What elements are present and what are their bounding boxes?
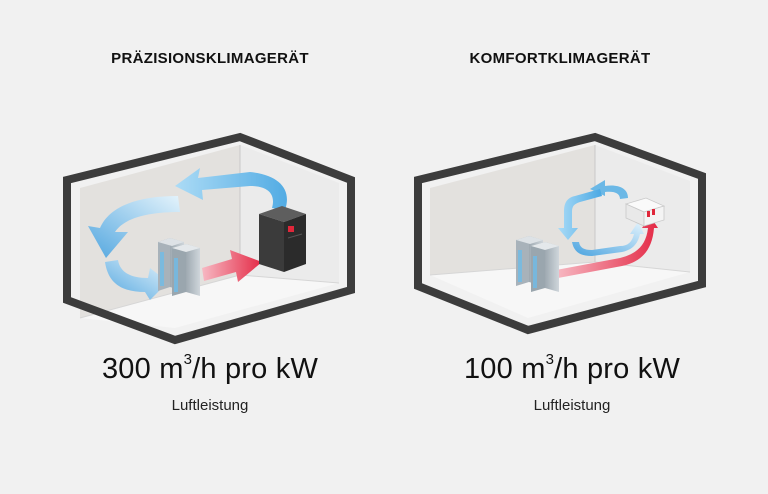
unit-exponent: 3 [183, 351, 193, 368]
back-wall-right [430, 145, 595, 275]
unit-base: m [159, 353, 184, 385]
cold-air-arrow-icon [88, 168, 287, 300]
heading-precision-unit: PRÄZISIONSKLIMAGERÄT [111, 50, 309, 67]
caption-precision: Luftleistung [171, 397, 249, 414]
unit-base: m [521, 353, 546, 385]
warm-air-arrow-icon [556, 216, 658, 278]
unit-rest: /h pro kW [554, 353, 681, 385]
airflow-number: 300 [101, 353, 151, 385]
wall-split-ac-unit-icon [624, 197, 666, 227]
heading-comfort-unit: KOMFORTKLIMAGERÄT [469, 50, 651, 67]
unit-exponent: 3 [545, 351, 555, 368]
room-outline-right [414, 132, 706, 335]
warm-air-arrow-icon [202, 250, 262, 282]
floor-right [430, 262, 690, 318]
caption-comfort: Luftleistung [533, 397, 611, 414]
airflow-value-precision: 300 m3/h pro kW [50, 351, 370, 386]
server-rack-icon [158, 238, 200, 296]
airflow-number: 100 [463, 353, 513, 385]
unit-rest: /h pro kW [192, 353, 319, 385]
precision-ac-unit-icon [259, 206, 306, 272]
room-outline-left [63, 132, 355, 345]
floor-left [80, 275, 339, 328]
room-right [414, 132, 706, 335]
cold-air-arrow-icon [558, 180, 644, 256]
indicator-light [288, 226, 294, 232]
airflow-value-comfort: 100 m3/h pro kW [412, 351, 732, 386]
server-rack-icon [516, 236, 559, 292]
indicator-light [647, 211, 650, 217]
